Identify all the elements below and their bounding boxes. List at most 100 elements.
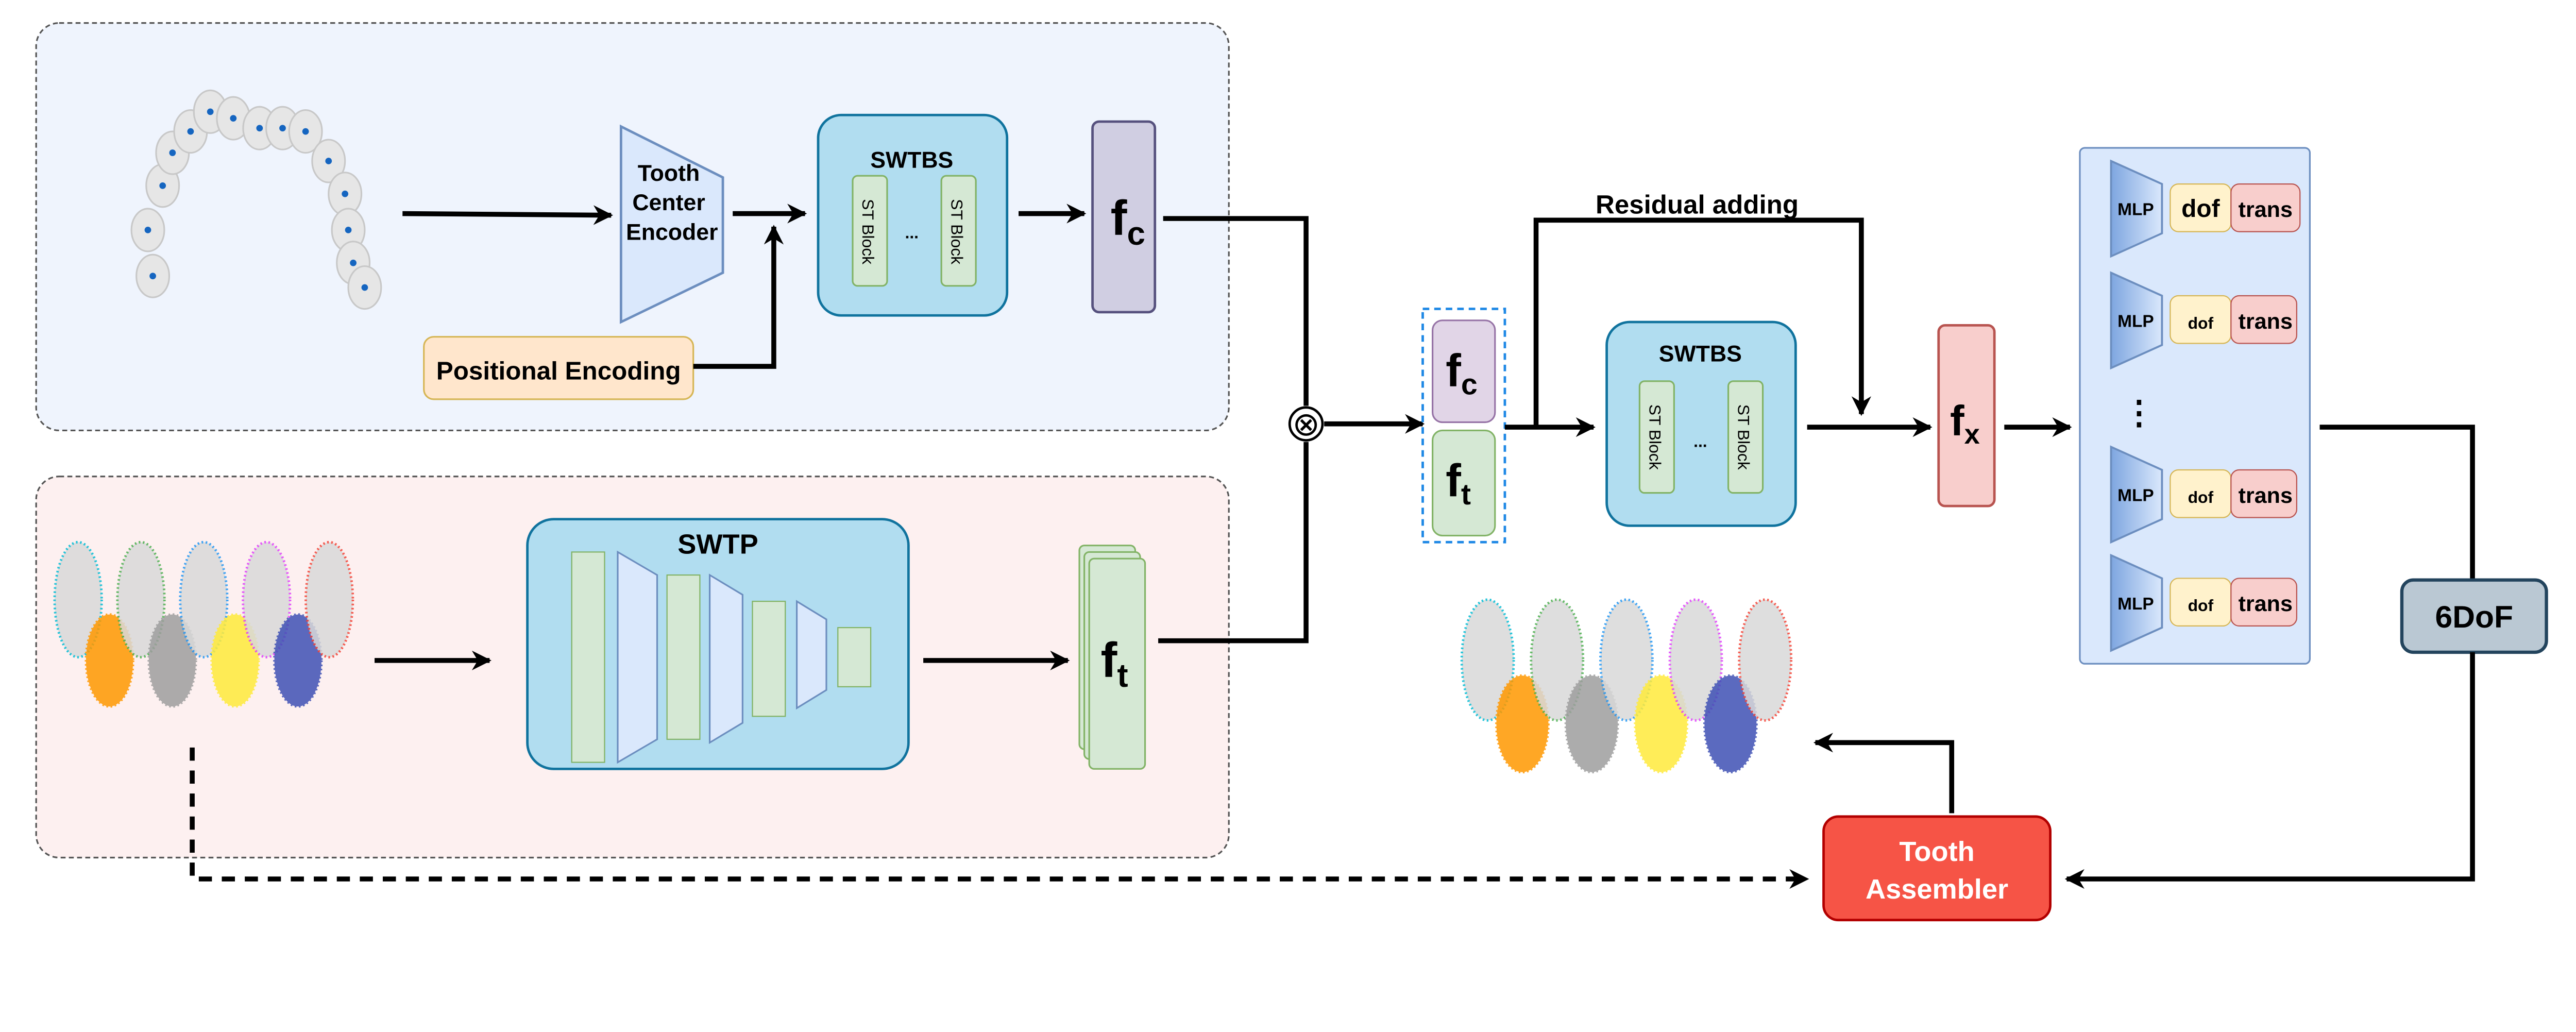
st-block-label: ST Block <box>947 199 966 264</box>
multiply-node <box>1288 406 1324 442</box>
residual-connection <box>1533 217 1872 428</box>
dof-label: dof <box>2181 195 2220 223</box>
connector <box>2319 425 2475 580</box>
tooth-center-dot <box>159 182 166 189</box>
connector <box>1158 442 1309 644</box>
tooth-arch-image <box>130 89 382 310</box>
tooth-center-dot <box>325 158 332 164</box>
tooth-center-dot <box>144 227 151 233</box>
tooth-pointcloud <box>1564 674 1619 774</box>
tooth-center-dot <box>149 273 156 280</box>
trans-box <box>2230 183 2301 232</box>
prediction-head-row: MLP dof trans <box>2110 553 2298 652</box>
swtbs-title: SWTBS <box>870 147 953 173</box>
tooth-center-dot <box>350 259 357 266</box>
assembler-label: Tooth <box>1899 836 1974 867</box>
vertical-ellipsis: ⋮ <box>2123 394 2156 431</box>
trans-label: trans <box>2239 483 2293 508</box>
tooth-pointcloud <box>53 540 103 658</box>
tooth-pointcloud <box>116 540 166 658</box>
tooth-pointcloud <box>304 540 354 658</box>
prediction-heads-panel <box>2079 147 2311 665</box>
tooth-pointcloud <box>1634 674 1689 774</box>
trans-box <box>2230 469 2298 518</box>
swtp-title: SWTP <box>677 529 758 560</box>
st-block <box>940 175 977 287</box>
fc-feature <box>1091 120 1157 314</box>
residual-label: Residual adding <box>1596 190 1799 219</box>
tooth-pointcloud <box>1460 598 1515 722</box>
tooth-pointcloud <box>242 540 292 658</box>
architecture-diagram: Tooth Center Encoder Positional Encoding… <box>35 22 2548 922</box>
st-block-label: ST Block <box>859 199 877 264</box>
tooth-pointcloud <box>1703 674 1758 774</box>
dof-label: dof <box>2188 314 2214 332</box>
trans-label: trans <box>2239 591 2293 616</box>
tooth-center-dot <box>169 149 176 156</box>
st-block-label: ST Block <box>1735 404 1753 470</box>
arrow <box>2064 652 2475 889</box>
tooth-pointcloud <box>1738 598 1793 722</box>
tooth-center-dot <box>207 108 214 115</box>
prediction-head-row: MLP dof trans <box>2110 159 2301 258</box>
mlp-block <box>2110 553 2163 652</box>
tooth-pointcloud <box>1668 598 1723 722</box>
trans-label: trans <box>2239 309 2293 334</box>
arrow <box>1813 733 1955 814</box>
ft-label: ft <box>1100 633 1128 694</box>
tooth-center-dot <box>345 227 352 233</box>
dof-label: dof <box>2188 488 2214 506</box>
ellipsis: ... <box>905 223 919 242</box>
assembled-teeth-image <box>1460 598 1793 774</box>
fc-label: fc <box>1111 191 1145 252</box>
tooth-center-dot <box>342 190 349 197</box>
st-block <box>852 175 888 287</box>
tooth-center-dot <box>230 115 237 122</box>
tooth-pointcloud <box>1599 598 1654 722</box>
ft-concat-label: ft <box>1446 454 1471 511</box>
connector <box>1163 216 1309 406</box>
tooth-center-dot <box>279 125 286 132</box>
mlp-block <box>2110 159 2163 258</box>
multiply-icon: ⊗ <box>1292 405 1319 443</box>
tooth-pointcloud <box>1495 674 1550 774</box>
st-block <box>1638 380 1675 494</box>
mlp-label: MLP <box>2117 486 2154 505</box>
tooth-center-dot <box>302 128 309 135</box>
encoder-label: Tooth Center Encoder <box>626 161 718 245</box>
arrow <box>693 225 784 369</box>
tooth-center-dot <box>361 284 368 291</box>
dof-label: dof <box>2188 596 2214 615</box>
mlp-block <box>2110 271 2163 370</box>
mlp-label: MLP <box>2117 200 2154 219</box>
tooth-center-dot <box>187 128 194 135</box>
assembler-label: Assembler <box>1866 874 2008 905</box>
prediction-head-row: MLP dof trans <box>2110 445 2298 544</box>
arrow <box>402 205 614 225</box>
fc-concat-label: fc <box>1446 344 1478 401</box>
swtp-layers <box>571 550 872 764</box>
fc-concat <box>1432 319 1496 424</box>
ft-concat <box>1432 429 1496 537</box>
ft-feature-stack <box>1078 545 1146 770</box>
fx-feature <box>1937 324 1996 507</box>
mlp-block <box>2110 445 2163 544</box>
tooth-pointcloud <box>179 540 229 658</box>
st-block-label: ST Block <box>1646 404 1665 470</box>
swtbs-block-top <box>817 113 1009 317</box>
tooth-pointcloud <box>1530 598 1585 722</box>
fx-label: fx <box>1950 397 1980 450</box>
trans-label: trans <box>2239 197 2293 222</box>
st-block <box>1727 380 1764 494</box>
ellipsis: ... <box>1693 432 1707 450</box>
tooth-center-dot <box>256 125 263 132</box>
mlp-label: MLP <box>2117 595 2154 614</box>
tooth-pointcloud <box>210 613 260 708</box>
swtbs-title: SWTBS <box>1659 342 1742 367</box>
trans-box <box>2230 578 2298 627</box>
tooth-center-encoder <box>619 124 724 324</box>
skip-dashed-arrow <box>190 747 1809 889</box>
sixdof-label: 6DoF <box>2435 599 2513 634</box>
tooth-assembler-box <box>1822 815 2052 922</box>
